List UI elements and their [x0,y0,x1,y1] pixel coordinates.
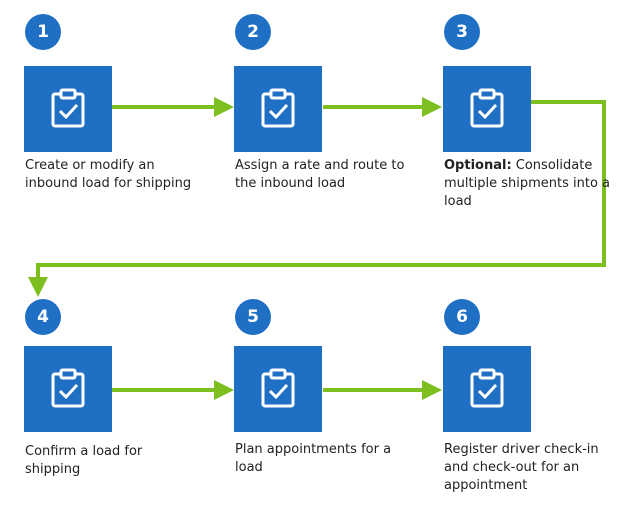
step-5-badge: 5 [235,299,271,335]
clipboard-check-icon [261,368,295,408]
step-4-label: Confirm a load for shipping [25,444,143,477]
step-3-optional-prefix: Optional: [444,158,512,173]
step-5-tile [234,346,322,432]
step-6-badge: 6 [444,299,480,335]
clipboard-check-icon [470,368,504,408]
step-1-caption: Create or modify an inbound load for shi… [25,157,195,193]
step-6-tile [443,346,531,432]
step-2-tile [234,66,322,152]
step-1-badge: 1 [25,14,61,50]
clipboard-check-icon [51,368,85,408]
step-1-tile [24,66,112,152]
step-5-label: Plan appointments for a load [235,442,392,475]
step-5-caption: Plan appointments for a load [235,441,405,477]
clipboard-check-icon [51,88,85,128]
clipboard-check-icon [470,88,504,128]
step-3-label: Consolidate multiple shipments into a lo… [444,158,610,209]
step-3-tile [443,66,531,152]
step-6-caption: Register driver check-in and check-out f… [444,441,604,495]
step-4-tile [24,346,112,432]
step-3-badge: 3 [444,14,480,50]
step-3-caption: Optional: Consolidate multiple shipments… [444,157,614,211]
step-4-caption: Confirm a load for shipping [25,443,165,479]
step-1-label: Create or modify an inbound load for shi… [25,158,192,191]
step-6-label: Register driver check-in and check-out f… [444,442,599,493]
clipboard-check-icon [261,88,295,128]
step-2-badge: 2 [235,14,271,50]
step-2-caption: Assign a rate and route to the inbound l… [235,157,405,193]
step-2-label: Assign a rate and route to the inbound l… [235,158,405,191]
step-4-badge: 4 [25,299,61,335]
arrow-3-to-4 [28,100,606,297]
